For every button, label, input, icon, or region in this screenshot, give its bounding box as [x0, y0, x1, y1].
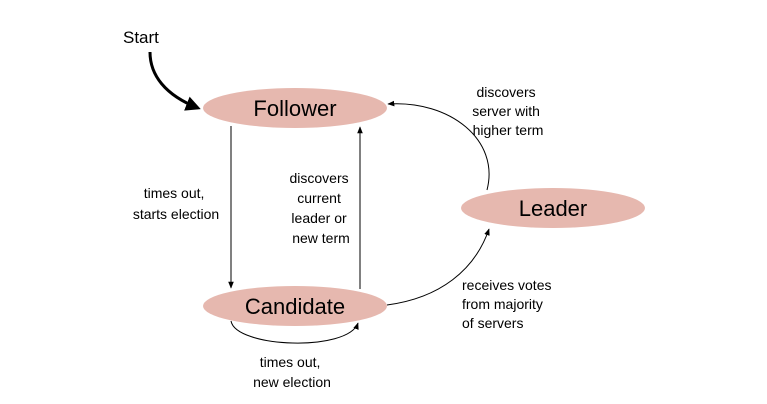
leader-label: Leader [519, 196, 588, 221]
candidate-to-follower-label: discovers current leader or new term [289, 170, 352, 246]
start-label: Start [123, 28, 159, 47]
label-line: times out, [144, 185, 205, 201]
follower-node: Follower [203, 88, 387, 128]
leader-node: Leader [461, 188, 645, 228]
leader-to-follower-arrow [387, 100, 490, 191]
label-line: new election [253, 374, 331, 390]
candidate-self-loop-label: times out, new election [253, 354, 331, 390]
leader-to-follower-label: discovers server with higher term [472, 84, 544, 138]
leader-ellipse [461, 188, 645, 228]
label-line: current [297, 190, 341, 206]
label-line: discovers [289, 170, 348, 186]
label-line: discovers [476, 84, 535, 100]
candidate-self-loop-arrow [230, 320, 359, 344]
candidate-label: Candidate [245, 294, 345, 319]
label-line: higher term [473, 122, 544, 138]
label-line: server with [472, 103, 540, 119]
label-line: new term [292, 230, 350, 246]
label-line: receives votes [462, 277, 551, 293]
label-line: starts election [133, 206, 219, 222]
candidate-to-leader-arrow [386, 228, 490, 306]
label-line: of servers [462, 315, 523, 331]
label-line: leader or [291, 210, 347, 226]
follower-to-candidate-label: times out, starts election [133, 185, 219, 222]
follower-ellipse [203, 88, 387, 128]
label-line: times out, [260, 354, 321, 370]
candidate-node: Candidate [203, 286, 387, 326]
start-arrow [148, 51, 201, 111]
follower-label: Follower [253, 96, 336, 121]
label-line: from majority [462, 296, 543, 312]
candidate-to-leader-label: receives votes from majority of servers [462, 277, 555, 331]
candidate-ellipse [203, 286, 387, 326]
